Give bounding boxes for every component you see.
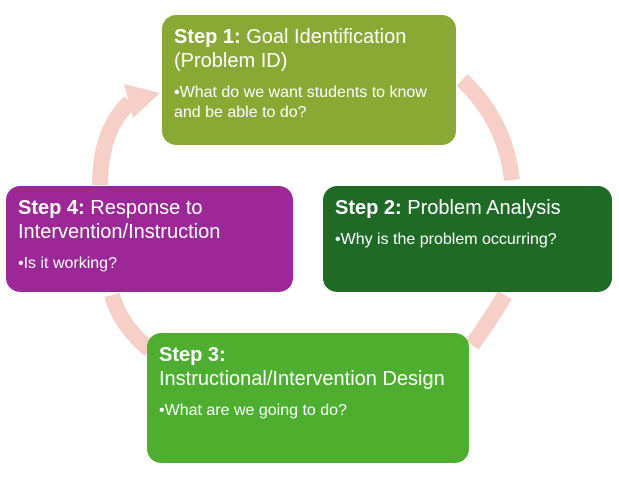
step-1-label: Step 1: xyxy=(174,26,241,48)
step-4-title: Response to Intervention/Instruction xyxy=(18,197,221,243)
step-1-bullet: •What do we want students to know and be… xyxy=(174,84,427,121)
arrow-step1-to-step2 xyxy=(456,74,520,182)
step-3-box: Step 3: Instructional/Intervention Desig… xyxy=(147,333,469,463)
step-2-title: Problem Analysis xyxy=(407,197,561,219)
step-4-label: Step 4: xyxy=(18,197,85,219)
step-1-title: Goal Identification (Problem ID) xyxy=(174,26,407,72)
arrowhead-into-step1 xyxy=(124,84,160,118)
step-2-label: Step 2: xyxy=(335,197,402,219)
step-3-bullet: •What are we going to do? xyxy=(159,402,347,419)
step-4-heading: Step 4: Response to Intervention/Instruc… xyxy=(18,196,281,244)
step-1-heading: Step 1: Goal Identification (Problem ID) xyxy=(174,25,444,73)
step-2-heading: Step 2: Problem Analysis xyxy=(335,196,600,220)
step-1-box: Step 1: Goal Identification (Problem ID)… xyxy=(162,15,456,145)
arrow-step2-to-step3 xyxy=(465,290,512,350)
arrow-step3-to-step4 xyxy=(104,292,156,357)
arrow-step4-to-step1 xyxy=(92,96,136,186)
step-4-bullet: •Is it working? xyxy=(18,255,117,272)
step-3-title: Instructional/Intervention Design xyxy=(159,368,445,390)
step-4-box: Step 4: Response to Intervention/Instruc… xyxy=(6,186,293,292)
step-2-box: Step 2: Problem Analysis •Why is the pro… xyxy=(323,186,612,292)
step-3-heading: Step 3: Instructional/Intervention Desig… xyxy=(159,343,457,391)
step-2-bullet: •Why is the problem occurring? xyxy=(335,231,557,248)
step-3-label: Step 3: xyxy=(159,344,226,366)
